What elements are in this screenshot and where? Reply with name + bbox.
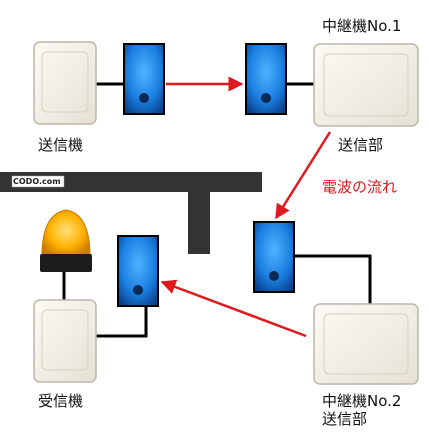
label-relay2-sender: 送信部 xyxy=(322,410,368,428)
label-relay1-title: 中継機No.1 xyxy=(322,17,402,35)
antenna-unit-icon xyxy=(253,221,295,293)
receiver-device-icon xyxy=(33,299,97,383)
label-transmitter: 送信機 xyxy=(38,136,84,154)
label-relay2-title: 中継機No.2 xyxy=(322,392,402,410)
logo-text: CODO.com xyxy=(13,177,61,186)
relay-device-icon xyxy=(313,43,419,127)
wires xyxy=(62,82,372,338)
label-receiver: 受信機 xyxy=(38,392,84,410)
transmitter-device-icon xyxy=(33,41,97,125)
arrow-left xyxy=(160,279,307,338)
antenna-unit-icon xyxy=(123,43,165,115)
antenna-unit-icon xyxy=(117,235,159,307)
wall-structure xyxy=(0,172,262,254)
label-radio-flow: 電波の流れ xyxy=(322,178,398,196)
arrow-down xyxy=(274,131,332,220)
rotating-lamp-icon xyxy=(40,209,92,272)
label-relay1-sender: 送信部 xyxy=(338,136,384,154)
relay-device-icon xyxy=(313,303,419,385)
radio-arrows xyxy=(160,76,332,338)
antenna-unit-icon xyxy=(245,43,287,115)
